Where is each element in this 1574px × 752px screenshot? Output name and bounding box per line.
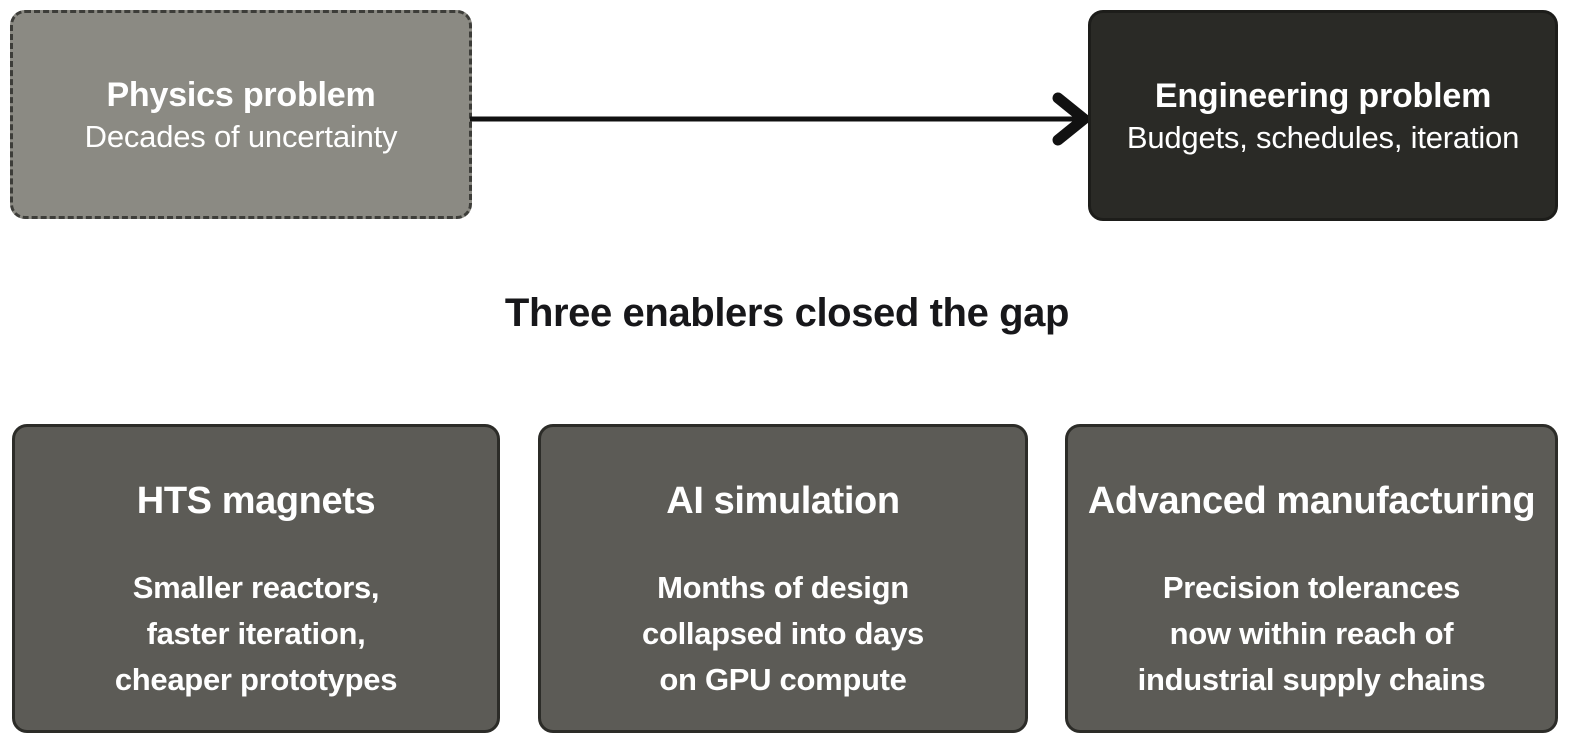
enabler-card-title: HTS magnets bbox=[136, 480, 376, 522]
physics-problem-node: Physics problem Decades of uncertainty bbox=[10, 10, 472, 219]
enabler-card-body-line: Months of design bbox=[657, 570, 909, 605]
enabler-card-title: Advanced manufacturing bbox=[1087, 480, 1536, 522]
enabler-card-body-line: now within reach of bbox=[1169, 616, 1454, 651]
arrow-right-icon bbox=[466, 92, 1096, 148]
enabler-card-title: AI simulation bbox=[666, 480, 900, 522]
enabler-card-ai-simulation: AI simulation Months of design collapsed… bbox=[538, 424, 1028, 733]
section-heading: Three enablers closed the gap bbox=[504, 291, 1070, 335]
enabler-card-body: Precision tolerances now within reach of… bbox=[1138, 565, 1486, 703]
engineering-problem-subtitle: Budgets, schedules, iteration bbox=[1126, 119, 1520, 155]
enabler-card-body-line: Smaller reactors, bbox=[132, 570, 380, 605]
enabler-card-body-line: Precision tolerances bbox=[1162, 570, 1461, 605]
physics-problem-title: Physics problem bbox=[106, 75, 376, 114]
enabler-card-body: Smaller reactors, faster iteration, chea… bbox=[114, 565, 398, 703]
enabler-card-body-line: industrial supply chains bbox=[1137, 662, 1486, 697]
enabler-card-body-line: faster iteration, bbox=[146, 616, 366, 651]
enabler-card-body-line: cheaper prototypes bbox=[114, 662, 398, 697]
enabler-card-body: Months of design collapsed into days on … bbox=[642, 565, 924, 703]
engineering-problem-node: Engineering problem Budgets, schedules, … bbox=[1088, 10, 1558, 221]
enabler-card-body-line: collapsed into days bbox=[642, 616, 924, 651]
physics-problem-subtitle: Decades of uncertainty bbox=[84, 118, 398, 154]
enabler-card-body-line: on GPU compute bbox=[659, 662, 907, 697]
enabler-card-hts-magnets: HTS magnets Smaller reactors, faster ite… bbox=[12, 424, 500, 733]
enabler-card-advanced-manufacturing: Advanced manufacturing Precision toleran… bbox=[1065, 424, 1558, 733]
engineering-problem-title: Engineering problem bbox=[1154, 76, 1492, 115]
